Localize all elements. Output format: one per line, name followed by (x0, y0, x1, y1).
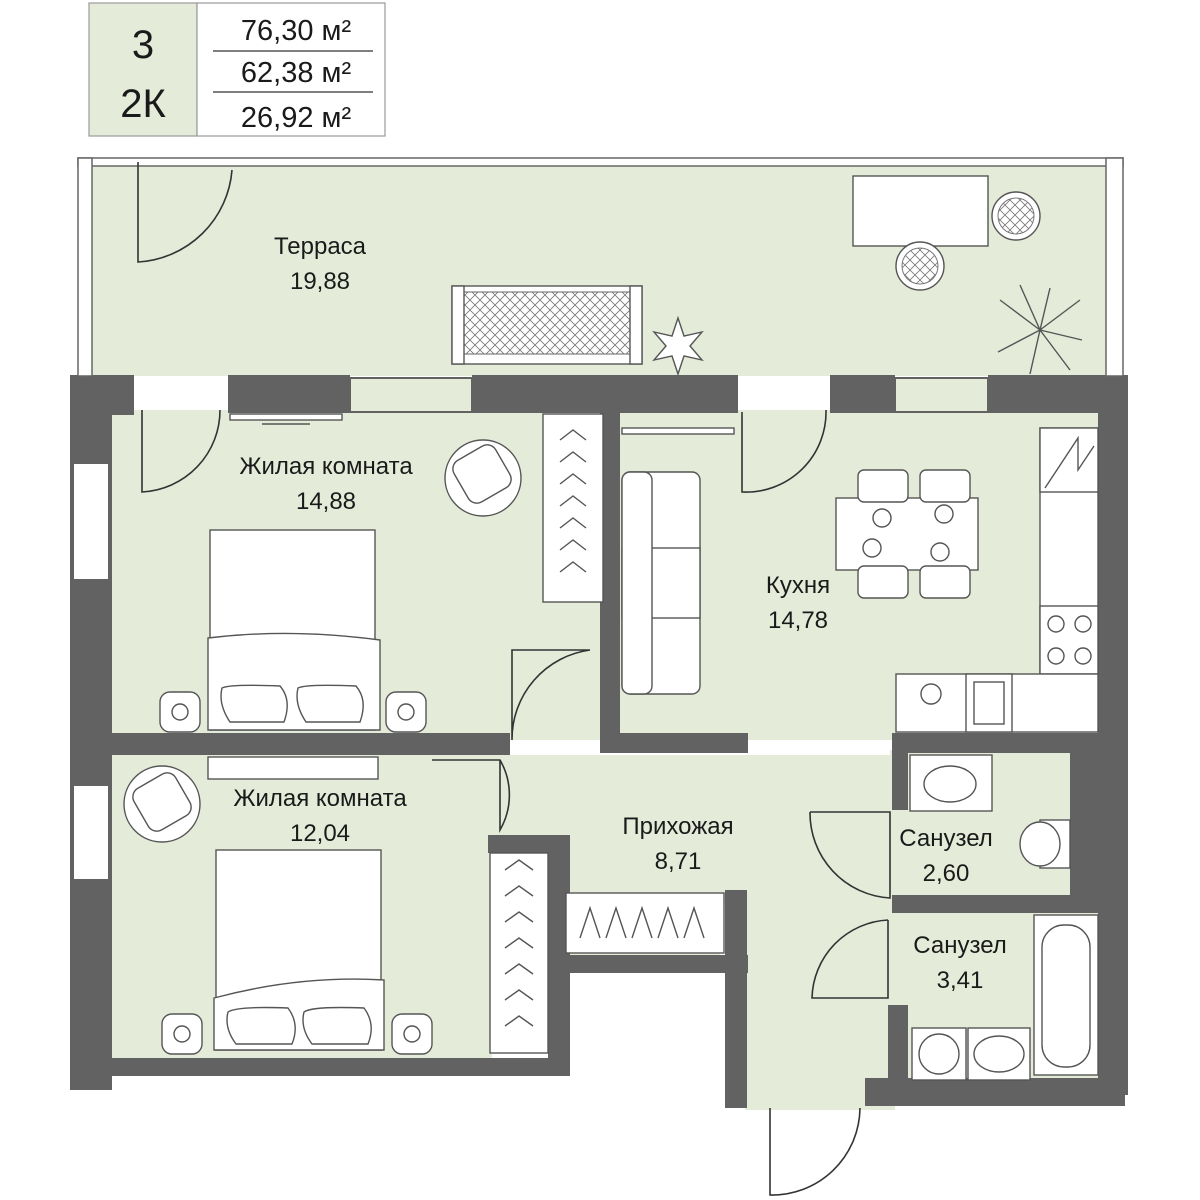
bed-bedroom-2 (161, 849, 433, 1055)
terrace-railing (77, 157, 1124, 377)
tv-bedroom-1 (229, 413, 343, 425)
bathroom-1-fixtures (909, 754, 1071, 869)
room-area-bedroom-1: 14,88 (296, 488, 356, 515)
bed-bedroom-1 (159, 529, 427, 733)
room-name-bathroom-2: Санузел (913, 932, 1007, 959)
dining-table (835, 469, 979, 599)
armchair-bedroom-2 (123, 765, 201, 843)
room-name-bedroom-1: Жилая комната (239, 453, 413, 480)
doors (137, 162, 891, 1196)
wardrobe-bedroom-1 (542, 413, 604, 603)
room-area-hallway: 8,71 (655, 848, 702, 875)
room-area-bathroom-1: 2,60 (923, 860, 970, 887)
room-name-bathroom-1: Санузел (899, 825, 993, 852)
walls (70, 375, 1128, 1108)
room-area-terrace: 19,88 (290, 268, 350, 295)
apartment-header: 3 2К 76,30 м² 62,38 м² 26,92 м² (88, 2, 386, 137)
tv-kitchen (621, 427, 735, 435)
terrace-area: 26,92 м² (241, 102, 352, 134)
hallway-wardrobe (565, 892, 725, 954)
apartment-number: 3 (132, 23, 154, 67)
room-name-kitchen: Кухня (766, 572, 830, 599)
kitchen-counter (895, 427, 1099, 733)
total-area: 76,30 м² (241, 15, 352, 47)
tv-bedroom-2 (207, 756, 379, 780)
armchair-bedroom-1 (444, 439, 522, 517)
sofa-kitchen (621, 471, 701, 695)
terrace-table (852, 175, 1041, 291)
terrace-sofa (451, 285, 643, 365)
room-labels: Терраса 19,88 Жилая комната 14,88 Кухня … (233, 233, 1006, 994)
room-area-kitchen: 14,78 (768, 607, 828, 634)
room-name-bedroom-2: Жилая комната (233, 785, 407, 812)
apartment-type: 2К (120, 82, 166, 126)
terrace-plant-icon (652, 315, 704, 377)
bathroom-2-fixtures (911, 914, 1099, 1081)
room-area-bedroom-2: 12,04 (290, 820, 350, 847)
windows (72, 377, 989, 881)
room-name-terrace: Терраса (274, 233, 367, 260)
palm-plant-icon (997, 284, 1083, 375)
wardrobe-bedroom-2 (489, 852, 549, 1054)
room-name-hallway: Прихожая (622, 813, 733, 840)
living-area: 62,38 м² (241, 57, 352, 89)
room-area-bathroom-2: 3,41 (937, 967, 984, 994)
